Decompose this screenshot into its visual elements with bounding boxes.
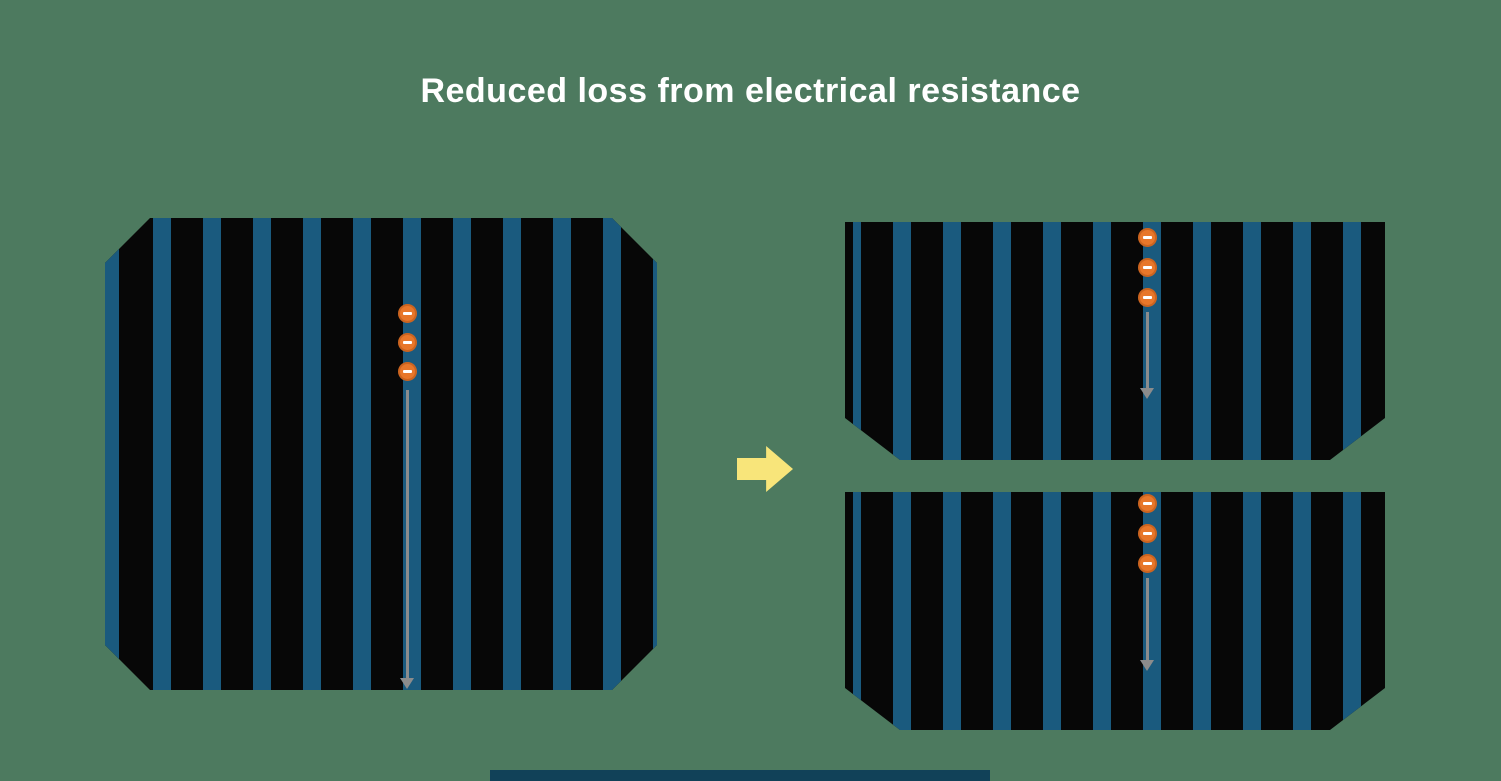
down-arrow-icon — [1140, 312, 1154, 399]
electron-icon — [1138, 494, 1157, 513]
electron-icon — [1138, 524, 1157, 543]
right-arrow-icon — [737, 446, 793, 492]
electron-icon — [1138, 288, 1157, 307]
full-solar-cell — [105, 218, 657, 690]
electron-icon — [398, 333, 417, 352]
down-arrow-icon — [1140, 578, 1154, 671]
electron-icon — [1138, 554, 1157, 573]
electron-icon — [1138, 258, 1157, 277]
half-solar-cell-bottom — [845, 492, 1385, 730]
bottom-strip — [490, 770, 990, 781]
half-solar-cell-top — [845, 222, 1385, 460]
electron-icon — [1138, 228, 1157, 247]
electron-icon — [398, 304, 417, 323]
down-arrow-icon — [400, 390, 414, 689]
electron-icon — [398, 362, 417, 381]
diagram-title: Reduced loss from electrical resistance — [420, 72, 1081, 110]
